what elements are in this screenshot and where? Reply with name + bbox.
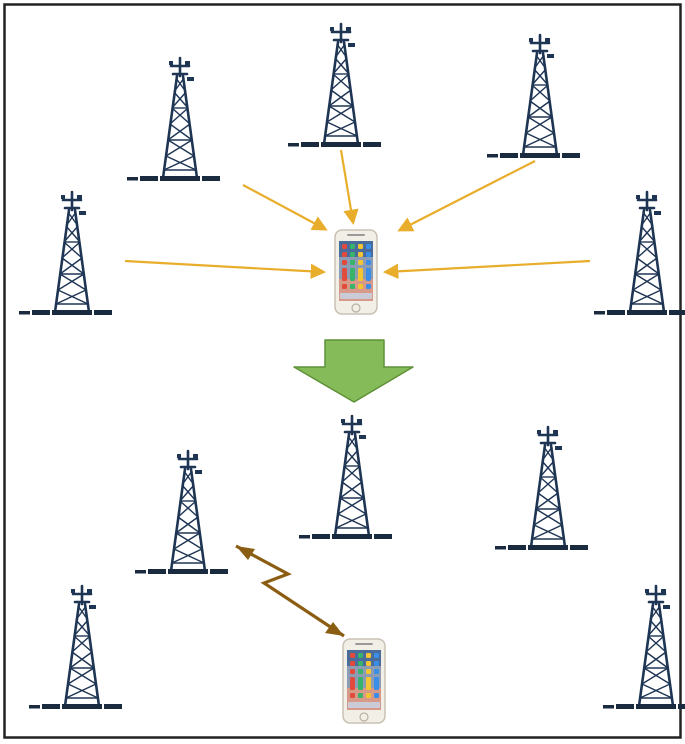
signal-arrow [382, 259, 591, 280]
cell-tower-icon [17, 190, 114, 317]
cell-tower-icon [297, 414, 394, 541]
signal-arrow [124, 259, 327, 280]
many-to-one-panel [17, 22, 685, 317]
cell-tower-icon [601, 584, 685, 711]
zigzag-link-icon [235, 544, 345, 638]
cell-tower-icon [493, 425, 590, 552]
zigzag-arrowhead-icon [236, 546, 255, 560]
smartphone-icon [343, 639, 385, 723]
cell-tower-icon [133, 449, 230, 576]
figure-border [3, 3, 682, 739]
cell-tower-icon [125, 56, 222, 183]
cell-tower-icon [485, 33, 582, 160]
down-arrow-icon [293, 339, 414, 403]
zigzag-arrowhead-icon [325, 622, 344, 636]
smartphone-icon [335, 230, 377, 314]
cell-tower-icon [27, 584, 124, 711]
cell-tower-icon [286, 22, 383, 149]
signal-arrow [339, 149, 359, 226]
one-to-one-panel [27, 414, 685, 723]
cell-tower-icon [592, 190, 685, 317]
signal-arrow [397, 160, 536, 232]
signal-arrow [242, 184, 328, 231]
transition-arrow [293, 339, 414, 403]
